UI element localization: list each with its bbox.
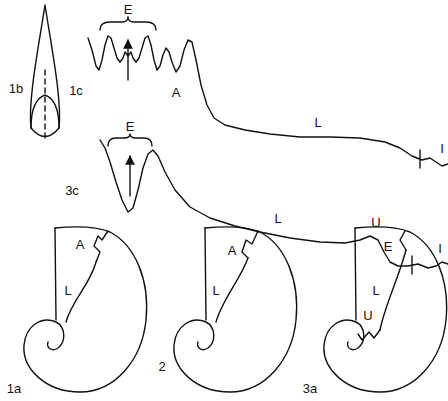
suture-line <box>400 231 406 250</box>
lobe-label: L <box>314 116 321 129</box>
lobe-label: L <box>212 284 219 297</box>
lobe-label: U <box>363 309 372 322</box>
lobe-label: E <box>384 240 393 253</box>
arrow <box>127 40 128 80</box>
suture-line <box>358 330 380 340</box>
lobe-label: L <box>64 284 71 297</box>
suture-line <box>88 36 448 166</box>
lobe-label: A <box>172 86 181 99</box>
figure-number: 3c <box>65 184 79 197</box>
lobe-label: L <box>372 284 379 297</box>
figure-number: 2 <box>158 360 165 373</box>
lobe-label: I <box>440 142 444 155</box>
lobe-label: E <box>126 120 135 133</box>
figure-number: 1c <box>69 84 83 97</box>
tick <box>419 150 420 168</box>
lobe-label: L <box>274 212 281 225</box>
brace <box>100 17 156 30</box>
lobe-label: A <box>228 244 237 257</box>
lobe-label: A <box>76 238 85 251</box>
whorl-section <box>24 227 147 392</box>
median-line <box>44 70 45 138</box>
lobe-label: I <box>438 242 442 255</box>
suture-line <box>216 258 248 322</box>
figure-number: 1a <box>7 382 21 395</box>
whorl-section <box>324 227 447 392</box>
lobe-label: E <box>124 3 133 16</box>
suture-line <box>380 250 406 330</box>
brace <box>108 134 152 146</box>
suture-line <box>242 231 258 258</box>
whorl-section <box>174 227 297 392</box>
suture-line <box>100 140 448 268</box>
lobe-label: U <box>371 216 380 229</box>
figure-number: 3a <box>303 382 317 395</box>
arrow <box>129 156 130 196</box>
tick <box>411 256 412 274</box>
figure-number: 1b <box>9 82 23 95</box>
